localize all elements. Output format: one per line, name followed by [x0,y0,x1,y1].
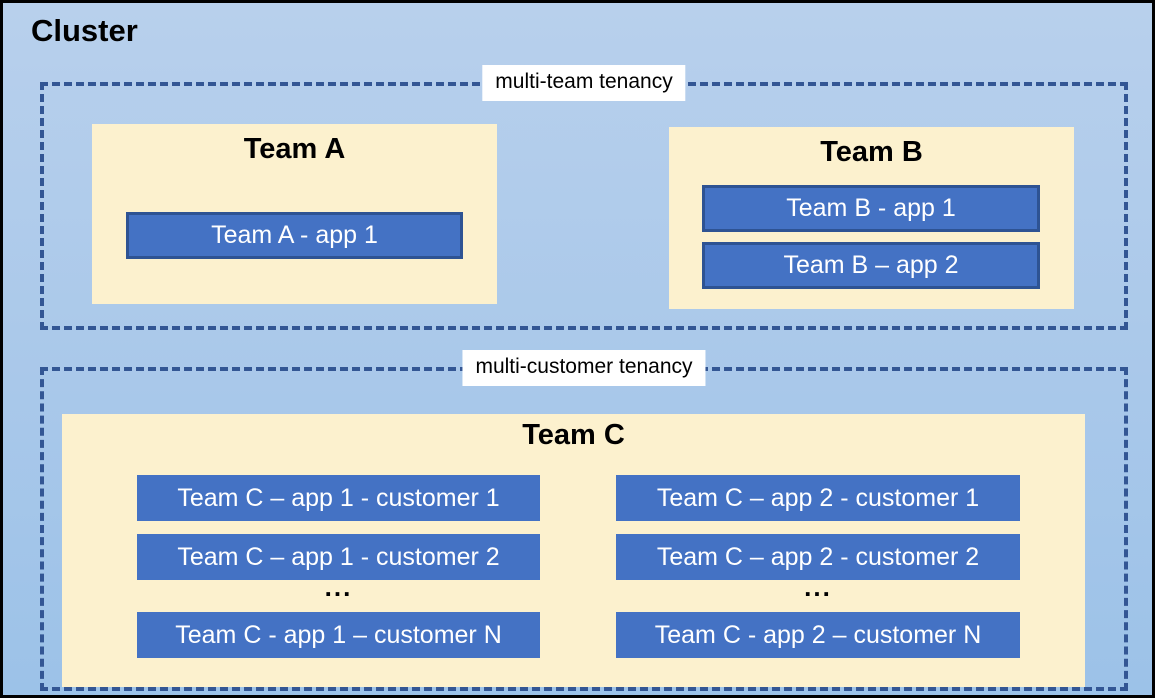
multi-customer-tenancy-label: multi-customer tenancy [462,350,706,387]
team-c-app2-customerN-box: Team C - app 2 – customer N [616,612,1020,658]
team-c-title: Team C [522,419,625,451]
team-a-panel: Team A Team A - app 1 [92,124,497,304]
team-b-app-2-box: Team B – app 2 [702,242,1040,289]
multi-team-tenancy-box: multi-team tenancy Team A Team A - app 1… [40,65,1128,330]
team-c-app1-ellipsis: ... [324,571,353,602]
team-b-title: Team B [820,136,923,168]
team-b-app-1-box: Team B - app 1 [702,185,1040,232]
team-c-app1-customerN-box: Team C - app 1 – customer N [137,612,540,658]
multi-team-tenancy-label: multi-team tenancy [482,65,686,102]
team-a-title: Team A [243,133,346,165]
cluster-title: Cluster [31,13,138,48]
multi-customer-tenancy-box: multi-customer tenancy Team C Team C – a… [40,350,1128,691]
team-c-app2-ellipsis: ... [804,571,832,602]
team-c-app1-customer1-box: Team C – app 1 - customer 1 [137,475,540,521]
team-a-app-1-box: Team A - app 1 [126,212,463,259]
team-b-panel: Team B Team B - app 1 Team B – app 2 [669,127,1074,309]
team-c-app2-customer2-box: Team C – app 2 - customer 2 [616,534,1020,580]
team-c-panel: Team C Team C – app 1 - customer 1 Team … [62,414,1085,687]
team-c-app1-customer2-box: Team C – app 1 - customer 2 [137,534,540,580]
team-c-app2-customer1-box: Team C – app 2 - customer 1 [616,475,1020,521]
